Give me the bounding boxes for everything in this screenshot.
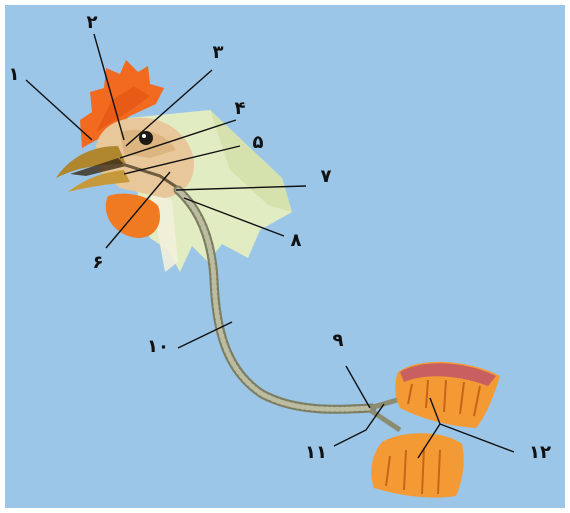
background-panel [5,5,565,508]
label-6: ۶ [93,252,104,273]
label-7: ۷ [321,166,332,187]
label-3: ۳ [213,42,224,63]
label-1: ۱ [9,64,20,85]
lung-lower [371,433,463,497]
label-2: ۲ [87,12,98,33]
label-9: ۹ [333,330,344,351]
label-10: ۱۰ [147,336,169,357]
label-12: ۱۲ [529,442,551,463]
label-8: ۸ [291,230,302,251]
label-4: ۴ [235,98,246,119]
label-5: ۵ [253,132,264,153]
label-11: ۱۱ [305,442,327,463]
